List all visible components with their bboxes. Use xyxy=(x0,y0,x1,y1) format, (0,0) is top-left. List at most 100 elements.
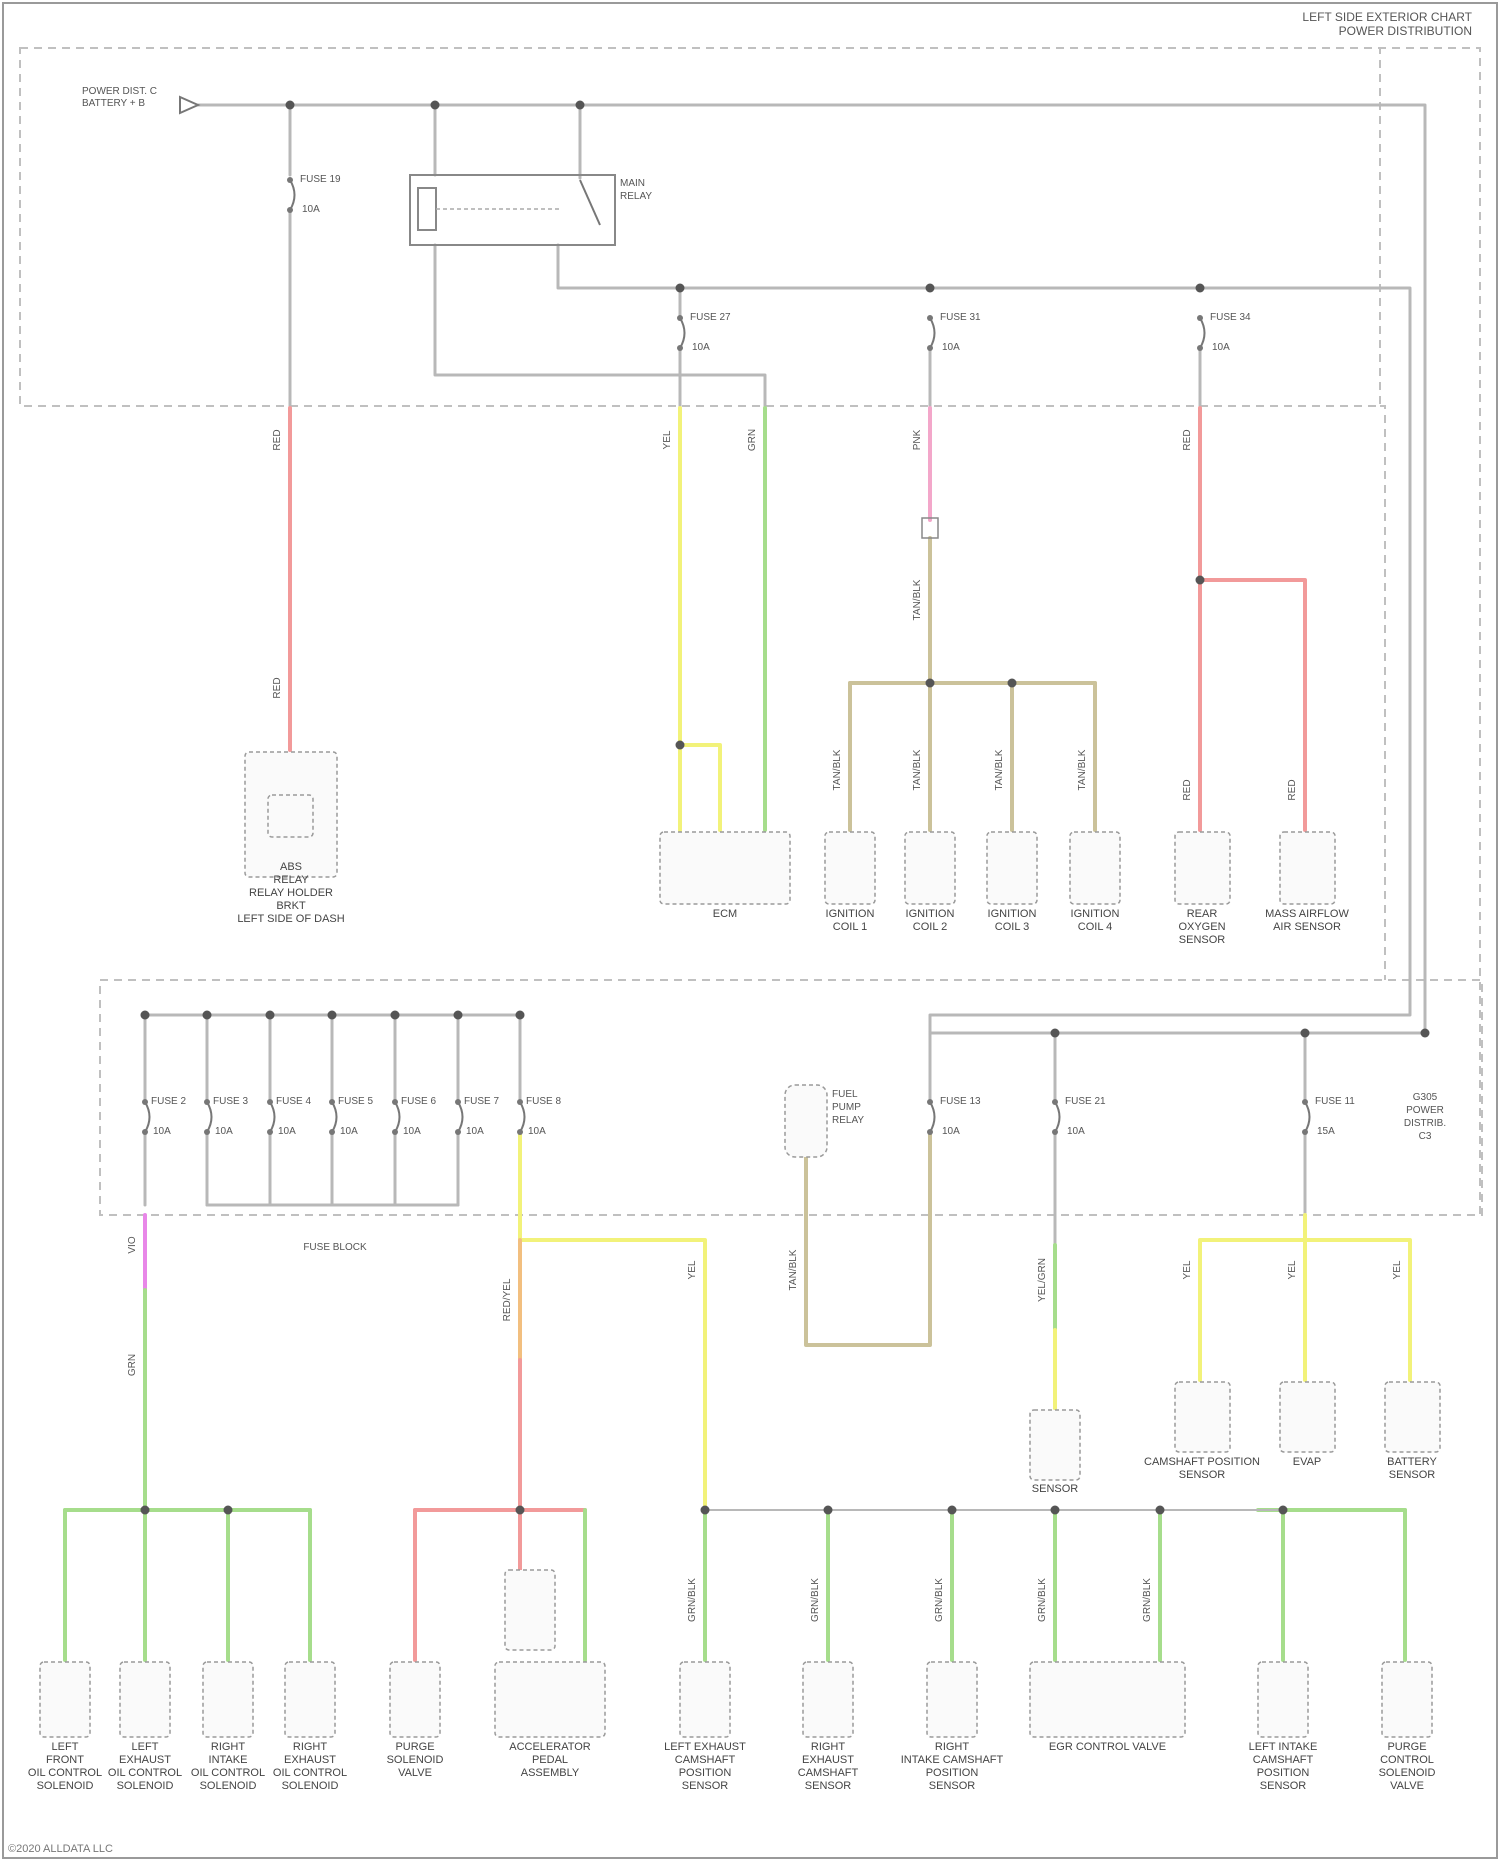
fuse-11-splice xyxy=(1301,1029,1310,1038)
bottom-component-b1-label-line-2: FRONT xyxy=(46,1754,84,1766)
oil-control-splice-1 xyxy=(141,1506,150,1515)
battery-yellow-label: YEL xyxy=(1392,1260,1403,1279)
module-boundaries xyxy=(20,48,1482,1215)
rear-oxygen-sensor xyxy=(1175,832,1230,904)
battery-sensor-label-line-1: BATTERY xyxy=(1387,1456,1437,1468)
ground-label-line-2: POWER xyxy=(1406,1105,1444,1116)
bottom-component-b9-label-line-2: INTAKE CAMSHAFT xyxy=(901,1754,1004,1766)
battery-bus-splice-3 xyxy=(576,101,585,110)
fuse-31-name: FUSE 31 xyxy=(940,312,981,323)
fuse-34-element xyxy=(1200,318,1205,348)
bottom-component-b2-label-line-2: EXHAUST xyxy=(119,1754,171,1766)
sensor-drop-label-2: GRN/BLK xyxy=(810,1578,821,1622)
fuse-27-element xyxy=(680,318,685,348)
camshaft-position-sensor xyxy=(1175,1382,1230,1452)
fuse-bank-splice-1 xyxy=(141,1011,150,1020)
fuse-bank-1-rating: 10A xyxy=(153,1126,171,1137)
main-relay-label-line-2: RELAY xyxy=(620,191,652,202)
fuel-pump-relay-label-line-1: FUEL xyxy=(832,1089,858,1100)
bottom-component-b6-label-line-3: ASSEMBLY xyxy=(521,1767,580,1779)
bottom-component-b11-label-line-2: CAMSHAFT xyxy=(1253,1754,1314,1766)
fuse-31-element xyxy=(930,318,935,348)
coil-drop-label-3: TAN/BLK xyxy=(994,749,1005,790)
fuse-21-rating: 10A xyxy=(1067,1126,1085,1137)
fuse-34-name: FUSE 34 xyxy=(1210,312,1251,323)
fuse-bank-4-element xyxy=(332,1102,337,1132)
fuse-bank-5-rating: 10A xyxy=(403,1126,421,1137)
coil-feed-label: PNK xyxy=(912,429,923,450)
bottom-component-b9 xyxy=(927,1662,977,1737)
maf-feed-label: RED xyxy=(1287,779,1298,800)
fuse-bank-splice-6 xyxy=(454,1011,463,1020)
battery-sensor-label-line-2: SENSOR xyxy=(1389,1469,1436,1481)
abs-relay-label-line-4: BRKT xyxy=(276,900,306,912)
bottom-component-b2-label-line-4: SOLENOID xyxy=(117,1780,174,1792)
sensor-yellow-label: YEL xyxy=(687,1260,698,1279)
bottom-component-b6-label-line-2: PEDAL xyxy=(532,1754,568,1766)
accelerator-pedal-sensor-housing xyxy=(505,1570,555,1650)
fuse-bank-2-element xyxy=(207,1102,212,1132)
main-relay-box xyxy=(410,175,615,245)
o2-feed-label: RED xyxy=(1182,429,1193,450)
ignition-coil2 xyxy=(905,832,955,904)
bottom-component-b4-label-line-3: OIL CONTROL xyxy=(273,1767,347,1779)
fuse-block-label: FUSE BLOCK xyxy=(303,1242,367,1253)
ecm-module xyxy=(660,832,790,904)
main-relay-switch xyxy=(580,180,600,225)
relay-output-splice-2 xyxy=(926,284,935,293)
supply-arrow-icon xyxy=(180,97,198,113)
bottom-component-b3-label-line-4: SOLENOID xyxy=(200,1780,257,1792)
fuse-19-name: FUSE 19 xyxy=(300,174,341,185)
ignition-coil4-label-line-2: COIL 4 xyxy=(1078,921,1112,933)
ecm-yellow-splice xyxy=(676,741,685,750)
purge-control-splice xyxy=(1279,1506,1288,1515)
fuel-pump-relay-label-line-2: PUMP xyxy=(832,1102,861,1113)
bottom-component-b4 xyxy=(285,1662,335,1737)
coil-trunk-label: TAN/BLK xyxy=(912,579,923,620)
o2-red-splice xyxy=(1196,576,1205,585)
bottom-component-b10 xyxy=(1030,1662,1185,1737)
bottom-component-b9-label-line-1: RIGHT xyxy=(935,1741,970,1753)
fuse-bank-1-name: FUSE 2 xyxy=(151,1096,186,1107)
evap-valve-label-line-1: EVAP xyxy=(1293,1456,1322,1468)
fuse-bank-3-element xyxy=(270,1102,275,1132)
bottom-component-b4-label-line-1: RIGHT xyxy=(293,1741,328,1753)
accel-red-label: RED/YEL xyxy=(502,1278,513,1321)
bottom-component-b12-label-line-4: VALVE xyxy=(1390,1780,1424,1792)
camshaft-position-sensor-label-line-1: CAMSHAFT POSITION xyxy=(1144,1456,1260,1468)
rear-oxygen-sensor-label-line-3: SENSOR xyxy=(1179,934,1226,946)
fuse-bank-6-rating: 10A xyxy=(466,1126,484,1137)
ecm-yellow-label: YEL xyxy=(662,430,673,449)
bottom-component-b12 xyxy=(1382,1662,1432,1737)
bottom-component-b5-label-line-1: PURGE xyxy=(395,1741,434,1753)
abs-relay xyxy=(268,795,313,837)
evap-valve xyxy=(1280,1382,1335,1452)
fuse-13-element xyxy=(930,1102,935,1132)
labels: POWER DIST. CBATTERY + BFUSE 1910AREDRED… xyxy=(28,86,1446,1792)
ground-label-line-4: C3 xyxy=(1419,1131,1432,1142)
mass-airflow-sensor-label-line-1: MASS AIRFLOW xyxy=(1265,908,1349,920)
fuse-bank-2-name: FUSE 3 xyxy=(213,1096,248,1107)
coil-bus-splice-2 xyxy=(1008,679,1017,688)
bottom-component-b2-label-line-1: LEFT xyxy=(132,1741,159,1753)
fuel-pump-relay-wire xyxy=(806,1132,930,1345)
bottom-component-b1-label-line-1: LEFT xyxy=(52,1741,79,1753)
cam-yellow-label: YEL xyxy=(1182,1260,1193,1279)
relay-output-splice-3 xyxy=(1196,284,1205,293)
ecm-label-line-1: ECM xyxy=(713,908,737,920)
battery-bus-splice-2 xyxy=(431,101,440,110)
bottom-component-b8-label-line-4: SENSOR xyxy=(805,1780,852,1792)
fuse-bank-7-element xyxy=(520,1102,525,1132)
bottom-component-b12-label-line-2: CONTROL xyxy=(1380,1754,1434,1766)
bottom-component-b4-label-line-2: EXHAUST xyxy=(284,1754,336,1766)
oil-control-splice-2 xyxy=(224,1506,233,1515)
fuse-31-rating: 10A xyxy=(942,342,960,353)
bottom-component-b8-label-line-1: RIGHT xyxy=(811,1741,846,1753)
bottom-component-b5-label-line-3: VALVE xyxy=(398,1767,432,1779)
accel-red-splice xyxy=(516,1506,525,1515)
fuse-bank-5-element xyxy=(395,1102,400,1132)
oil-control-violet-label: VIO xyxy=(127,1236,138,1253)
camshaft-position-sensor-label-line-2: SENSOR xyxy=(1179,1469,1226,1481)
bottom-component-b11-label-line-4: SENSOR xyxy=(1260,1780,1307,1792)
fuse-bank-splice-2 xyxy=(203,1011,212,1020)
